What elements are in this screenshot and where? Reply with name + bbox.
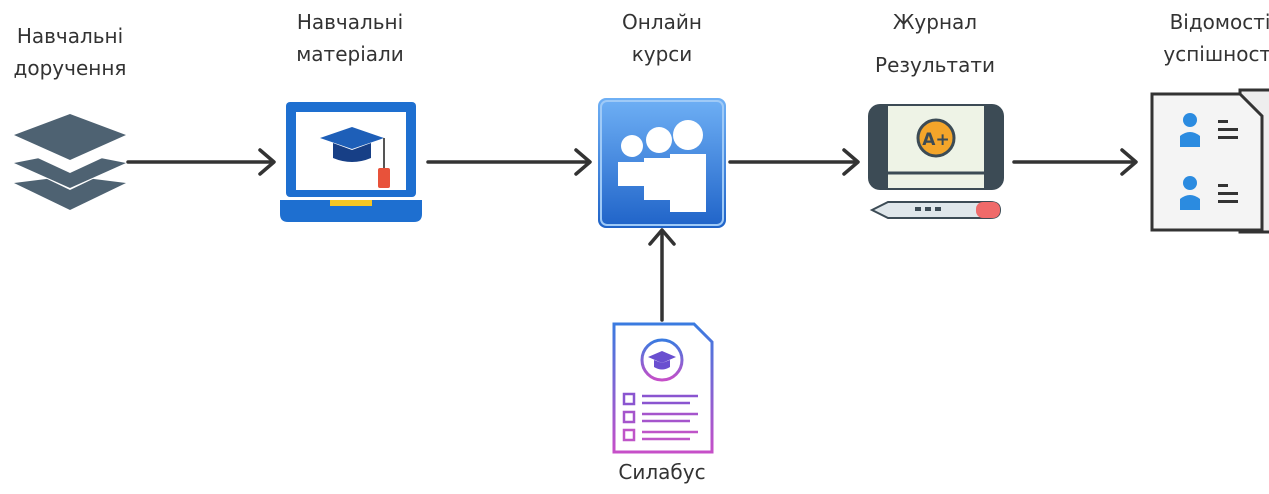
arrow-journal-to-grades: [1012, 148, 1138, 176]
gradebook-icon: A+: [868, 104, 1004, 219]
grade-badge: A+: [922, 130, 949, 150]
student-records-icon: [1150, 88, 1269, 234]
syllabus-document-icon: [612, 322, 714, 454]
arrow-courses-to-journal: [728, 148, 860, 176]
people-group-icon: [598, 98, 726, 228]
syllabus-label: Силабус: [618, 460, 706, 484]
layers-icon: [14, 114, 126, 210]
arrow-syllabus-to-courses: [648, 228, 676, 322]
journal-label: Журнал Результати: [875, 10, 995, 77]
arrow-guides-to-materials: [126, 148, 276, 176]
laptop-graduation-cap-icon: [280, 102, 422, 222]
arrow-materials-to-courses: [426, 148, 592, 176]
